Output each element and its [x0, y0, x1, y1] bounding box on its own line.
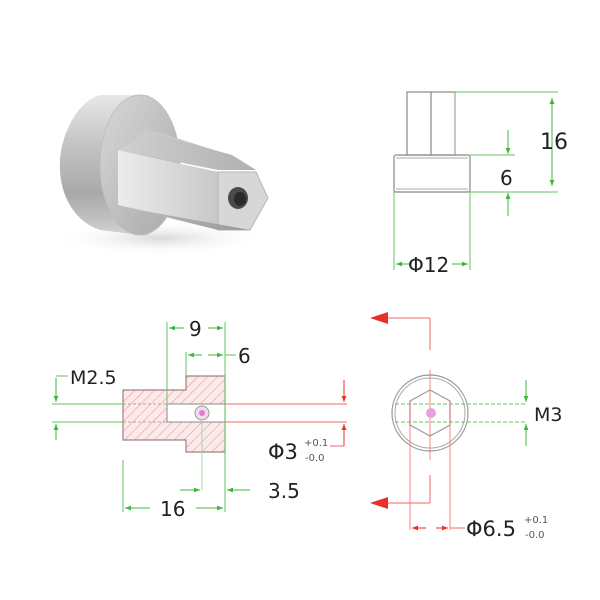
dim-label-diameter-12: Φ12: [408, 253, 449, 277]
dim-label-hex-6-5: Φ6.5: [466, 517, 516, 541]
render-3d: [50, 94, 270, 256]
section-arrow-bottom: [370, 497, 388, 509]
section-arrow-top: [370, 312, 388, 324]
dim-label-9: 9: [189, 317, 202, 341]
side-flange: [393, 154, 471, 193]
hex-tol-upper: +0.1: [524, 515, 548, 526]
bore-tol-upper: +0.1: [304, 438, 328, 449]
dim-label-6: 6: [500, 166, 513, 190]
dim-label-m3: M3: [534, 404, 562, 426]
dim-label-bore-diameter: Φ3: [268, 440, 298, 464]
center-hole: [426, 408, 436, 418]
hex-tol-lower: -0.0: [525, 530, 545, 541]
dim-label-3-5: 3.5: [268, 479, 300, 503]
hex-side-face: [118, 150, 218, 230]
bore-tol-lower: -0.0: [305, 453, 325, 464]
section-view: M2.5 Φ3 +0.1 -0.0 9 6 3.5 16: [52, 317, 347, 521]
dim-label-16-section: 16: [160, 497, 185, 521]
dim-label-m25: M2.5: [70, 367, 117, 389]
dim-label-16: 16: [540, 130, 568, 155]
dim-label-6-section: 6: [238, 344, 251, 368]
end-view: M3 Φ6.5 +0.1 -0.0: [370, 312, 562, 541]
side-view: 16 6 Φ12: [393, 91, 568, 277]
